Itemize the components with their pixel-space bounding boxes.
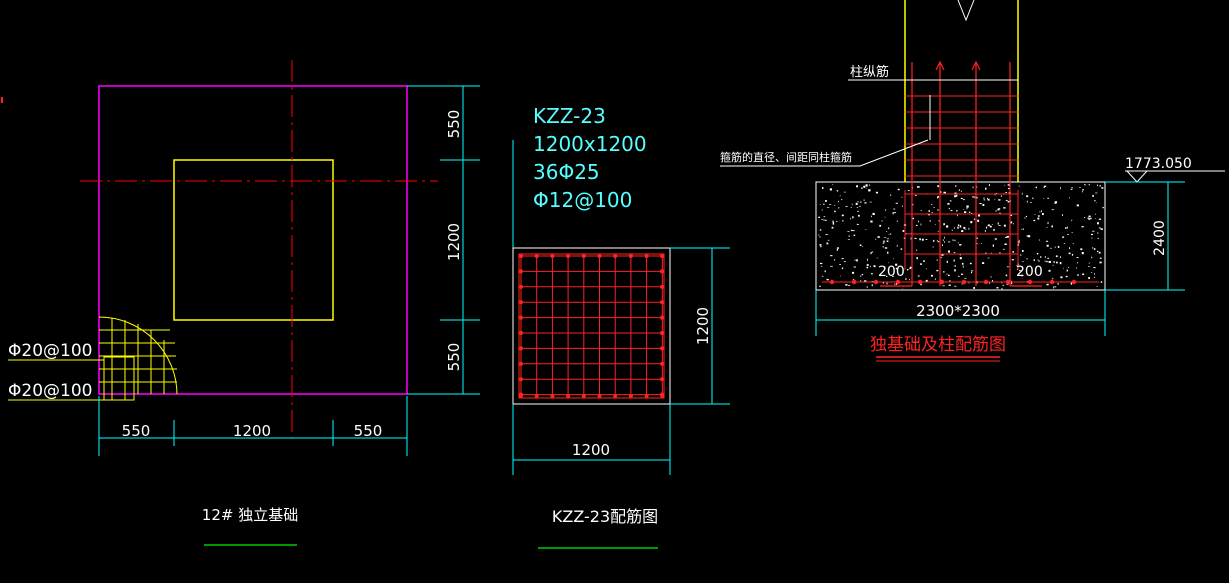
offset-right: 200 [1016,264,1043,280]
column-dim-h: 1200 [572,441,610,459]
section-height: 2400 [1152,220,1168,256]
column-title: KZZ-23配筋图 [552,507,658,526]
column-dimension-lines [512,247,730,475]
foundation-plan: Φ20@100 Φ20@100 550 1200 550 550 1200 55… [8,60,480,546]
plan-dimension-vertical [407,85,480,395]
column-section-outline [512,247,671,405]
plan-dim-h-1: 550 [122,422,151,440]
offset-left: 200 [878,264,905,280]
column-dim-v: 1200 [694,307,712,345]
plan-dim-h-2: 1200 [233,422,271,440]
footing-size: 2300*2300 [916,302,1000,320]
plan-dim-h-3: 550 [354,422,383,440]
column-rebar-grid [518,253,665,399]
plan-dim-v-2: 1200 [445,223,463,261]
elevation-value: 1773.050 [1125,156,1192,172]
rebar-label-1: Φ20@100 [8,341,92,361]
column-detail: KZZ-23 1200x1200 36Φ25 Φ12@100 1200 1200… [512,104,730,549]
plan-title: 12# 独立基础 [202,506,298,524]
rebar-label-2: Φ20@100 [8,381,92,401]
rebar-mesh-detail [98,316,178,401]
column-main-bars: 36Φ25 [533,160,600,184]
column-outline [173,159,334,321]
column-stirrups: Φ12@100 [533,188,632,212]
plan-dim-v-3: 550 [445,343,463,372]
section-title: 独基础及柱配筋图 [870,335,1006,355]
rebar-leaders [8,359,134,401]
section-dim-vertical [1105,181,1185,291]
column-longitudinal-bars [880,60,1042,287]
stirrup-note: 箍筋的直径、间距同柱箍筋 [720,150,852,164]
elevation-triangle [1125,170,1149,183]
column-bar-label: 柱纵筋 [850,64,889,80]
footing-bottom-bars [822,279,1099,285]
column-size: 1200x1200 [533,132,647,156]
footing-section: 柱纵筋 箍筋的直径、间距同柱箍筋 1773.050 2400 200 200 2… [720,0,1225,362]
section-dim-horizontal [815,290,1106,336]
plan-dimension-horizontal [98,396,408,456]
stirrup-note-leader [720,139,929,167]
footing-outline [98,85,408,395]
concrete-footing [815,181,1106,291]
column-id: KZZ-23 [533,104,606,128]
plan-dim-v-1: 550 [445,110,463,139]
break-mark [957,0,975,22]
